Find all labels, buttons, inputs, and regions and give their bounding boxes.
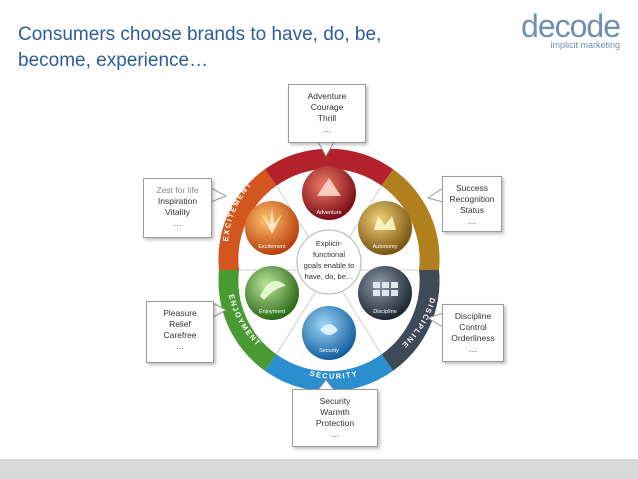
- center-circle: Explicit- functional goals enable to hav…: [296, 229, 362, 295]
- logo-wordmark: decode: [521, 8, 621, 44]
- page-title: Consumers choose brands to have, do, be,…: [18, 24, 382, 71]
- logo-tagline: implicit marketing: [550, 40, 620, 50]
- callout-security-line-3: Protection: [315, 418, 355, 428]
- callout-pointers: [210, 141, 444, 391]
- callout-excitement: Zest for life Inspiration Vitality …: [143, 178, 212, 238]
- callout-security-line-1: Security: [319, 396, 351, 406]
- pointer-enjoyment: [212, 302, 228, 318]
- ring-segment-enjoyment: [218, 270, 277, 371]
- segment-excitement: Excitement: [245, 201, 299, 255]
- discipline-label: Discipline: [373, 309, 397, 315]
- crown-icon: [374, 216, 396, 230]
- ring-segment-security: [264, 354, 394, 392]
- callout-discipline-line-3: Orderliness: [451, 333, 495, 343]
- callout-adventure-line-4: …: [322, 124, 332, 134]
- callout-enjoyment-line-1: Pleasure: [163, 308, 197, 318]
- callout-autonomy-line-1: Success: [455, 183, 489, 193]
- pointer-autonomy: [426, 187, 444, 203]
- footer-bar: [0, 459, 638, 479]
- callout-excitement-line-4: …: [173, 218, 182, 228]
- ship-icon: [317, 178, 341, 196]
- segment-discipline: Discipline: [358, 266, 412, 320]
- center-line-1: Explicit-: [316, 239, 343, 248]
- grid-icon: [373, 282, 398, 296]
- callout-enjoyment-line-4: …: [175, 341, 185, 351]
- callout-adventure-line-2: Courage: [310, 102, 344, 112]
- pointer-excitement: [210, 187, 228, 203]
- center-line-2: functional: [313, 250, 345, 259]
- callout-autonomy-line-3: Status: [459, 205, 485, 215]
- segment-adventure: Adventure: [302, 166, 356, 220]
- callout-discipline-line-1: Discipline: [454, 311, 492, 321]
- callout-excitement-line-3: Vitality: [165, 207, 190, 217]
- pointer-discipline: [426, 312, 444, 328]
- callout-discipline-line-2: Control: [459, 322, 487, 332]
- callout-enjoyment-line-3: Carefree: [163, 330, 197, 340]
- callout-excitement-line-2: Inspiration: [157, 196, 198, 206]
- callout-security-line-4: …: [330, 429, 340, 439]
- center-outline: [296, 229, 362, 295]
- callout-adventure-line-1: Adventure: [307, 91, 347, 101]
- callout-enjoyment-line-2: Relief: [169, 319, 191, 329]
- flame-icon: [262, 208, 282, 234]
- callout-adventure: Adventure Courage Thrill …: [288, 84, 366, 143]
- callout-excitement-line-1: Zest for life: [156, 185, 199, 195]
- leaf-icon: [260, 280, 286, 300]
- callout-autonomy: Success Recognition Status …: [442, 176, 502, 232]
- segment-enjoyment: Enjoyment: [245, 266, 299, 320]
- segment-security: Security: [302, 306, 356, 360]
- callout-discipline-line-4: …: [468, 344, 478, 354]
- ring-segment-discipline: [381, 270, 440, 371]
- callout-autonomy-line-2: Recognition: [449, 194, 495, 204]
- pointer-adventure: [317, 141, 335, 158]
- pointer-security: [317, 379, 335, 391]
- decode-logo: decode implicit marketing: [521, 8, 621, 50]
- wave-icon: [320, 324, 338, 335]
- center-line-3: goals enable to: [304, 261, 355, 270]
- center-line-4: have, do, be…: [305, 272, 354, 281]
- callout-security: Security Warmth Protection …: [292, 389, 378, 447]
- enjoyment-label: Enjoyment: [259, 309, 285, 315]
- callout-autonomy-line-4: …: [467, 216, 477, 226]
- adventure-label: Adventure: [316, 210, 341, 216]
- ring-label-security: SECURITY: [309, 369, 359, 381]
- callout-discipline: Discipline Control Orderliness …: [442, 304, 504, 362]
- excitement-label: Excitement: [258, 244, 286, 250]
- enjoyment-orb: [245, 266, 299, 320]
- callout-security-line-2: Warmth: [320, 407, 350, 417]
- callout-enjoyment: Pleasure Relief Carefree …: [146, 301, 214, 363]
- callout-adventure-line-3: Thrill: [317, 113, 337, 123]
- security-label: Security: [319, 348, 339, 354]
- segment-autonomy: Autonomy: [358, 201, 412, 255]
- autonomy-label: Autonomy: [373, 244, 398, 250]
